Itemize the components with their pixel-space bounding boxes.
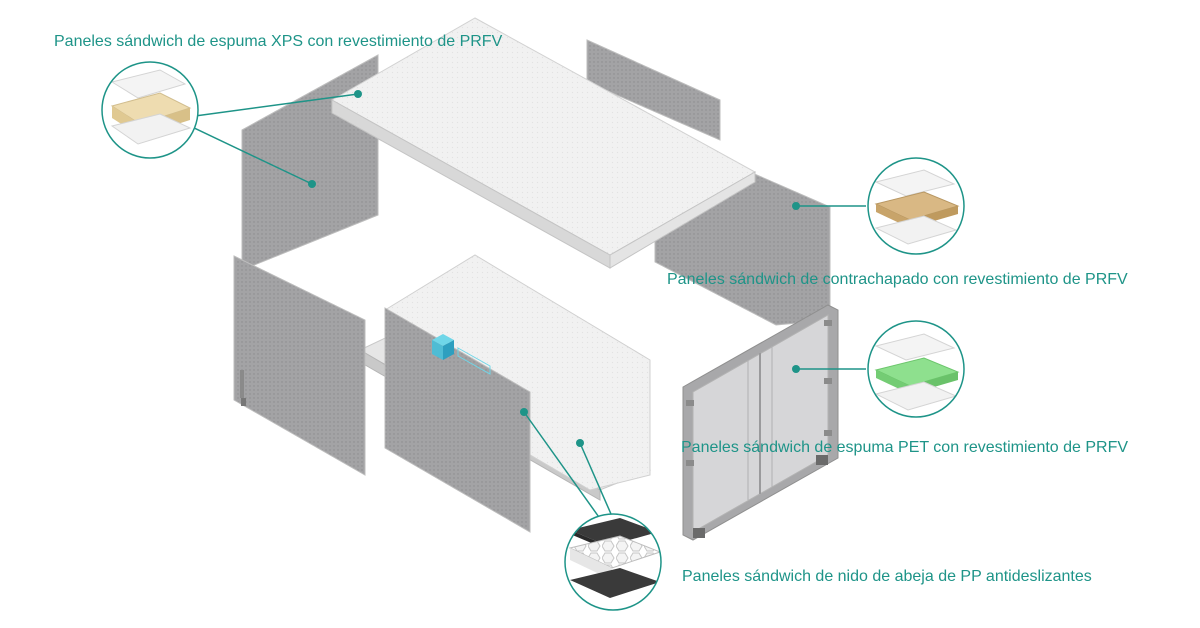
callout-pp [564, 513, 662, 611]
label-pet-panels: Paneles sándwich de espuma PET con reves… [681, 439, 1129, 456]
side-wall-front-right [384, 307, 531, 533]
cube-logo-icon [432, 334, 491, 375]
container-door-end [682, 304, 839, 541]
side-wall-front-left [233, 255, 366, 476]
callout-plywood [867, 157, 965, 255]
roof-panel [330, 17, 757, 269]
callout-xps [101, 61, 199, 159]
label-plywood-panels: Paneles sándwich de contrachapado con re… [667, 271, 1128, 288]
layer-stack-plywood-icon [874, 169, 960, 245]
leader-lines [189, 90, 866, 521]
layer-stack-xps-icon [110, 69, 192, 145]
honeycomb-core-icon [568, 518, 661, 598]
layer-stack-pet-icon [874, 333, 960, 411]
label-xps-panels: Paneles sándwich de espuma XPS con reves… [54, 33, 503, 50]
label-pp-honeycomb-panels: Paneles sándwich de nido de abeja de PP … [682, 568, 1092, 585]
callout-pet [867, 320, 965, 418]
back-wall-right [586, 39, 721, 141]
